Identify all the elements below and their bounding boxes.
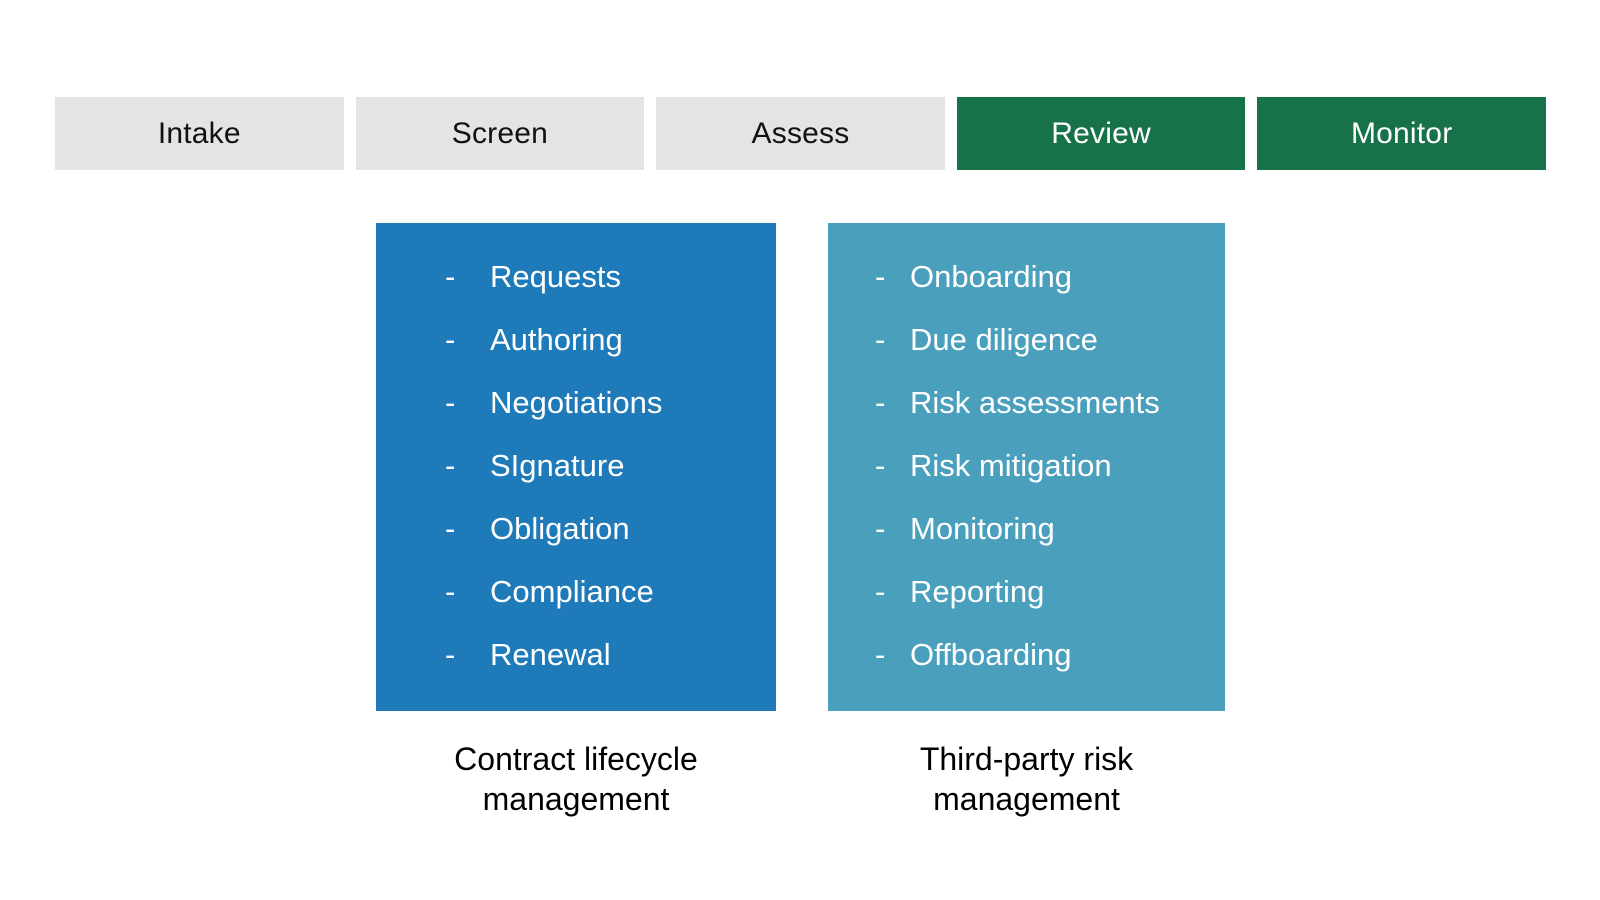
dash-bullet: - bbox=[445, 511, 456, 546]
dash-bullet: - bbox=[875, 385, 886, 420]
item-label: Risk assessments bbox=[910, 385, 1160, 420]
dash-bullet: - bbox=[445, 259, 456, 294]
stage-screen[interactable]: Screen bbox=[355, 97, 645, 170]
list-item: -Obligation bbox=[376, 497, 776, 560]
dash-bullet: - bbox=[875, 259, 886, 294]
dash-bullet: - bbox=[445, 448, 456, 483]
item-label: Requests bbox=[490, 259, 621, 294]
dash-bullet: - bbox=[875, 637, 886, 672]
item-label: Authoring bbox=[490, 322, 623, 357]
stage-row: Intake Screen Assess Review Monitor bbox=[55, 97, 1546, 170]
item-label: Obligation bbox=[490, 511, 630, 546]
item-label: SIgnature bbox=[490, 448, 625, 483]
dash-bullet: - bbox=[445, 322, 456, 357]
list-item: -Requests bbox=[376, 245, 776, 308]
third-party-risk-panel: -Onboarding -Due diligence -Risk assessm… bbox=[828, 223, 1225, 711]
stage-review[interactable]: Review bbox=[956, 97, 1246, 170]
item-label: Offboarding bbox=[910, 637, 1072, 672]
item-label: Negotiations bbox=[490, 385, 663, 420]
list-item: -Risk assessments bbox=[828, 371, 1225, 434]
dash-bullet: - bbox=[445, 574, 456, 609]
list-item: -SIgnature bbox=[376, 434, 776, 497]
item-label: Compliance bbox=[490, 574, 654, 609]
list-item: -Renewal bbox=[376, 623, 776, 686]
list-item: -Reporting bbox=[828, 560, 1225, 623]
list-item: -Negotiations bbox=[376, 371, 776, 434]
item-label: Reporting bbox=[910, 574, 1045, 609]
list-item: -Due diligence bbox=[828, 308, 1225, 371]
contract-lifecycle-caption: Contract lifecycle management bbox=[454, 741, 698, 817]
list-item: -Monitoring bbox=[828, 497, 1225, 560]
stage-assess[interactable]: Assess bbox=[656, 97, 945, 170]
third-party-risk-list: -Onboarding -Due diligence -Risk assessm… bbox=[828, 223, 1225, 686]
item-label: Onboarding bbox=[910, 259, 1073, 294]
dash-bullet: - bbox=[875, 511, 886, 546]
stage-intake[interactable]: Intake bbox=[55, 97, 344, 170]
contract-lifecycle-panel: -Requests -Authoring -Negotiations -SIgn… bbox=[376, 223, 776, 711]
dash-bullet: - bbox=[445, 385, 456, 420]
third-party-risk-caption: Third-party risk management bbox=[919, 741, 1134, 817]
dash-bullet: - bbox=[875, 448, 886, 483]
dash-bullet: - bbox=[875, 574, 886, 609]
list-item: -Risk mitigation bbox=[828, 434, 1225, 497]
item-label: Monitoring bbox=[910, 511, 1055, 546]
list-item: -Compliance bbox=[376, 560, 776, 623]
stage-monitor[interactable]: Monitor bbox=[1257, 97, 1546, 170]
item-label: Renewal bbox=[490, 637, 611, 672]
dash-bullet: - bbox=[875, 322, 886, 357]
contract-lifecycle-list: -Requests -Authoring -Negotiations -SIgn… bbox=[376, 223, 776, 686]
item-label: Risk mitigation bbox=[910, 448, 1112, 483]
list-item: -Offboarding bbox=[828, 623, 1225, 686]
list-item: -Authoring bbox=[376, 308, 776, 371]
list-item: -Onboarding bbox=[828, 245, 1225, 308]
item-label: Due diligence bbox=[910, 322, 1098, 357]
dash-bullet: - bbox=[445, 637, 456, 672]
